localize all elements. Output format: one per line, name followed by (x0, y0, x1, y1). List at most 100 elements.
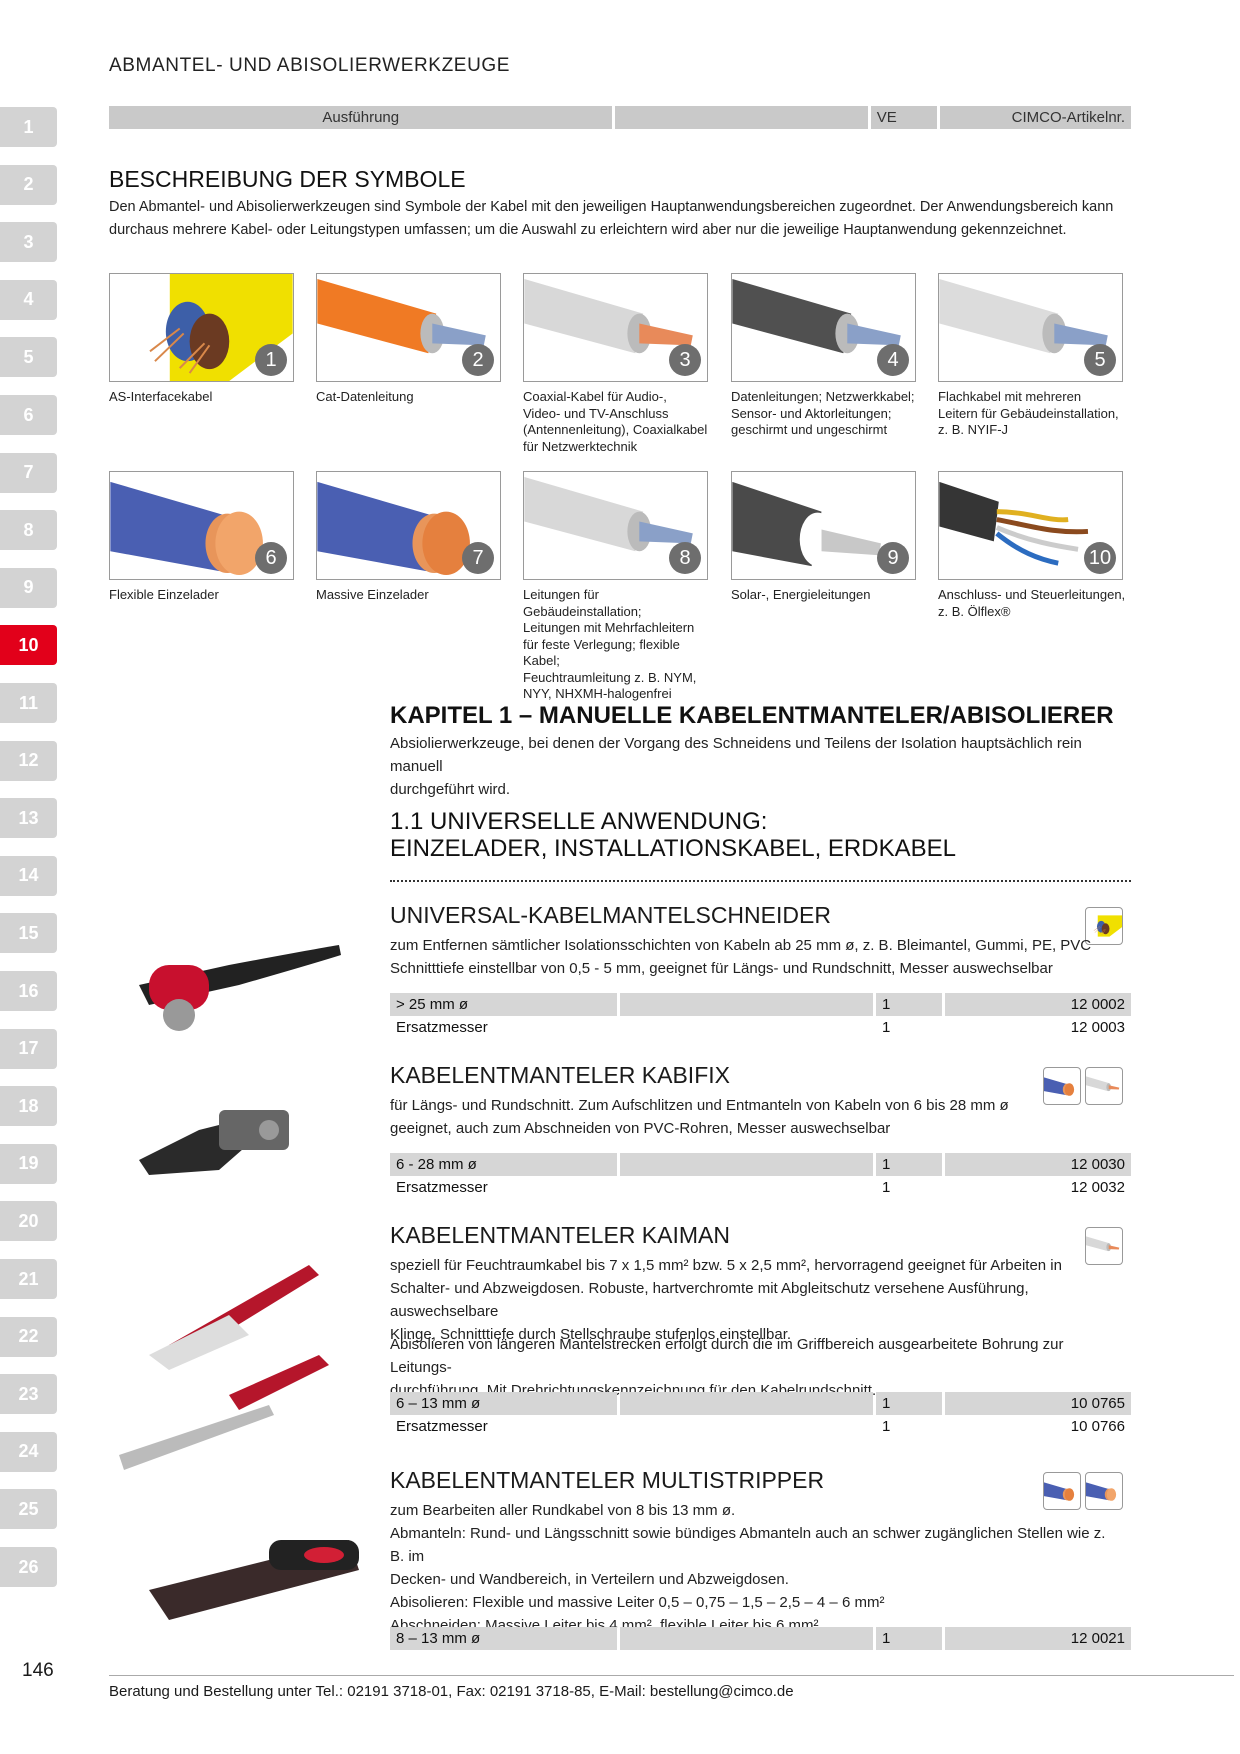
row-article-number: 12 0021 (945, 1627, 1131, 1650)
row-ve: 1 (882, 1019, 891, 1036)
chapter-tab-3[interactable]: 3 (0, 222, 57, 263)
cable-symbol-9: 9 (731, 471, 916, 580)
chapter-tab-18[interactable]: 18 (0, 1086, 57, 1127)
chapter-tab-16[interactable]: 16 (0, 971, 57, 1011)
product-title: UNIVERSAL-KABELMANTELSCHNEIDER (390, 902, 831, 928)
row-spacer (620, 1392, 873, 1415)
symbol-caption-line: AS-Interfacekabel (109, 389, 213, 404)
symbol-caption-line: Coaxial-Kabel für Audio-, (523, 389, 667, 404)
chapter-tab-1[interactable]: 1 (0, 107, 57, 147)
symbol-number-badge: 2 (462, 344, 494, 376)
chapter-desc: Absiolierwerkzeuge, bei denen der Vorgan… (390, 732, 1135, 801)
chapter-tab-26[interactable]: 26 (0, 1547, 57, 1587)
symbols-intro: Den Abmantel- und Abisolierwerkzeugen si… (109, 196, 1139, 242)
product-description-line: Decken- und Wandbereich, in Verteilern u… (390, 1571, 789, 1588)
chapter-tab-20[interactable]: 20 (0, 1201, 57, 1242)
product-description-line: zum Bearbeiten aller Rundkabel von 8 bis… (390, 1502, 736, 1519)
symbol-caption-line: Flexible Einzelader (109, 587, 219, 602)
cable-type-icon-3 (1085, 1227, 1123, 1265)
cable-symbol-4: 4 (731, 273, 916, 382)
cable-type-icon-3 (1085, 1067, 1123, 1105)
page-header-title: ABMANTEL- UND ABISOLIERWERKZEUGE (109, 55, 511, 76)
product-description-line: speziell für Feuchtraumkabel bis 7 x 1,5… (390, 1257, 1062, 1274)
product-description-line: Schalter- und Abzweigdosen. Robuste, har… (390, 1280, 1029, 1320)
product-description-line: Abisolieren: Flexible und massive Leiter… (390, 1594, 885, 1611)
chapter-tab-21[interactable]: 21 (0, 1259, 57, 1299)
cable-type-icon-7 (1043, 1472, 1081, 1510)
symbol-caption-line: Massive Einzelader (316, 587, 429, 602)
symbol-caption-line: Leitungen mit Mehrfachleitern (523, 620, 695, 635)
cable-symbol-6: 6 (109, 471, 294, 580)
symbol-caption: AS-Interfacekabel (109, 389, 299, 406)
symbol-caption-line: Anschluss- und Steuerleitungen, (938, 587, 1126, 602)
symbol-caption: Cat-Datenleitung (316, 389, 506, 406)
chapter-tab-11[interactable]: 11 (0, 683, 57, 723)
chapter-tab-17[interactable]: 17 (0, 1028, 57, 1069)
symbol-caption-line: Datenleitungen; Netzwerkkabel; (731, 389, 915, 404)
symbol-caption-line: Leitern für Gebäudeinstallation, (938, 405, 1119, 421)
chapter-tab-8[interactable]: 8 (0, 510, 57, 551)
subsection-title-line: 1.1 UNIVERSELLE ANWENDUNG: (390, 808, 768, 835)
dotted-divider (390, 880, 1131, 882)
product-title: KABELENTMANTELER KAIMAN (390, 1222, 730, 1248)
chapter-tab-15[interactable]: 15 (0, 913, 57, 954)
product-description-line: zum Entfernen sämtlicher Isolationsschic… (390, 937, 1092, 954)
row-spacer (620, 1016, 873, 1039)
symbol-caption: Coaxial-Kabel für Audio-,Video- und TV-A… (523, 389, 713, 455)
cable-symbol-7: 7 (316, 471, 501, 580)
row-article-number: 12 0030 (945, 1153, 1131, 1176)
product-description: zum Entfernen sämtlicher Isolationsschic… (390, 934, 1110, 980)
product-title: KABELENTMANTELER KABIFIX (390, 1062, 730, 1088)
chapter-tab-25[interactable]: 25 (0, 1489, 57, 1530)
product-description: für Längs- und Rundschnitt. Zum Aufschli… (390, 1094, 1110, 1140)
symbols-intro-line: Den Abmantel- und Abisolierwerkzeugen si… (109, 199, 1114, 215)
product-title: KABELENTMANTELER MULTISTRIPPER (390, 1467, 825, 1493)
chapter-tab-4[interactable]: 4 (0, 279, 57, 320)
chapter-tab-9[interactable]: 9 (0, 567, 57, 608)
row-spacer (620, 1415, 873, 1438)
product-description-line: für Längs- und Rundschnitt. Zum Aufschli… (390, 1097, 1009, 1114)
chapter-tab-24[interactable]: 24 (0, 1431, 57, 1472)
chapter-tab-13[interactable]: 13 (0, 798, 57, 839)
chapter-tab-14[interactable]: 14 (0, 855, 57, 896)
cable-symbol-2: 2 (316, 273, 501, 382)
symbol-caption: Anschluss- und Steuerleitungen,z. B. Ölf… (938, 587, 1128, 620)
symbol-caption: Datenleitungen; Netzwerkkabel;Sensor- un… (731, 389, 921, 439)
row-article-number: 10 0766 (1070, 1418, 1125, 1435)
row-ve: 1 (876, 993, 942, 1016)
row-ve: 1 (882, 1179, 891, 1196)
symbol-caption-line: Feuchtraumleitung z. B. NYM, (523, 669, 697, 685)
symbol-number-badge: 6 (255, 542, 287, 574)
row-description: Ersatzmesser (396, 1019, 488, 1036)
chapter-tab-5[interactable]: 5 (0, 337, 57, 378)
row-article-number: 10 0765 (945, 1392, 1131, 1415)
chapter-tab-12[interactable]: 12 (0, 740, 57, 781)
symbol-caption-line: z. B. Ölflex® (938, 603, 1011, 619)
chapter-tab-22[interactable]: 22 (0, 1316, 57, 1357)
row-spacer (620, 1627, 873, 1650)
chapter-tab-23[interactable]: 23 (0, 1374, 57, 1415)
row-ve: 1 (876, 1392, 942, 1415)
cable-type-icon-1 (1085, 907, 1123, 945)
symbol-caption-line: Sensor- und Aktorleitungen; (731, 405, 892, 421)
chapter-tab-10[interactable]: 10 (0, 625, 57, 666)
product-description-line: Schnitttiefe einstellbar von 0,5 - 5 mm,… (390, 960, 1053, 977)
tool-image-kabifix (109, 1080, 379, 1235)
cable-type-icon-6 (1085, 1472, 1123, 1510)
chapter-tab-2[interactable]: 2 (0, 164, 57, 205)
chapter-tab-19[interactable]: 19 (0, 1143, 57, 1184)
symbol-caption: Massive Einzelader (316, 587, 506, 604)
chapter-tab-7[interactable]: 7 (0, 452, 57, 493)
symbol-number-badge: 1 (255, 344, 287, 376)
chapter-tab-6[interactable]: 6 (0, 395, 57, 435)
symbol-number-badge: 10 (1084, 542, 1116, 574)
cable-symbol-8: 8 (523, 471, 708, 580)
row-ve: 1 (876, 1153, 942, 1176)
row-spacer (620, 1176, 873, 1199)
row-ve: 1 (876, 1627, 942, 1650)
symbol-caption-line: geschirmt und ungeschirmt (731, 422, 888, 437)
